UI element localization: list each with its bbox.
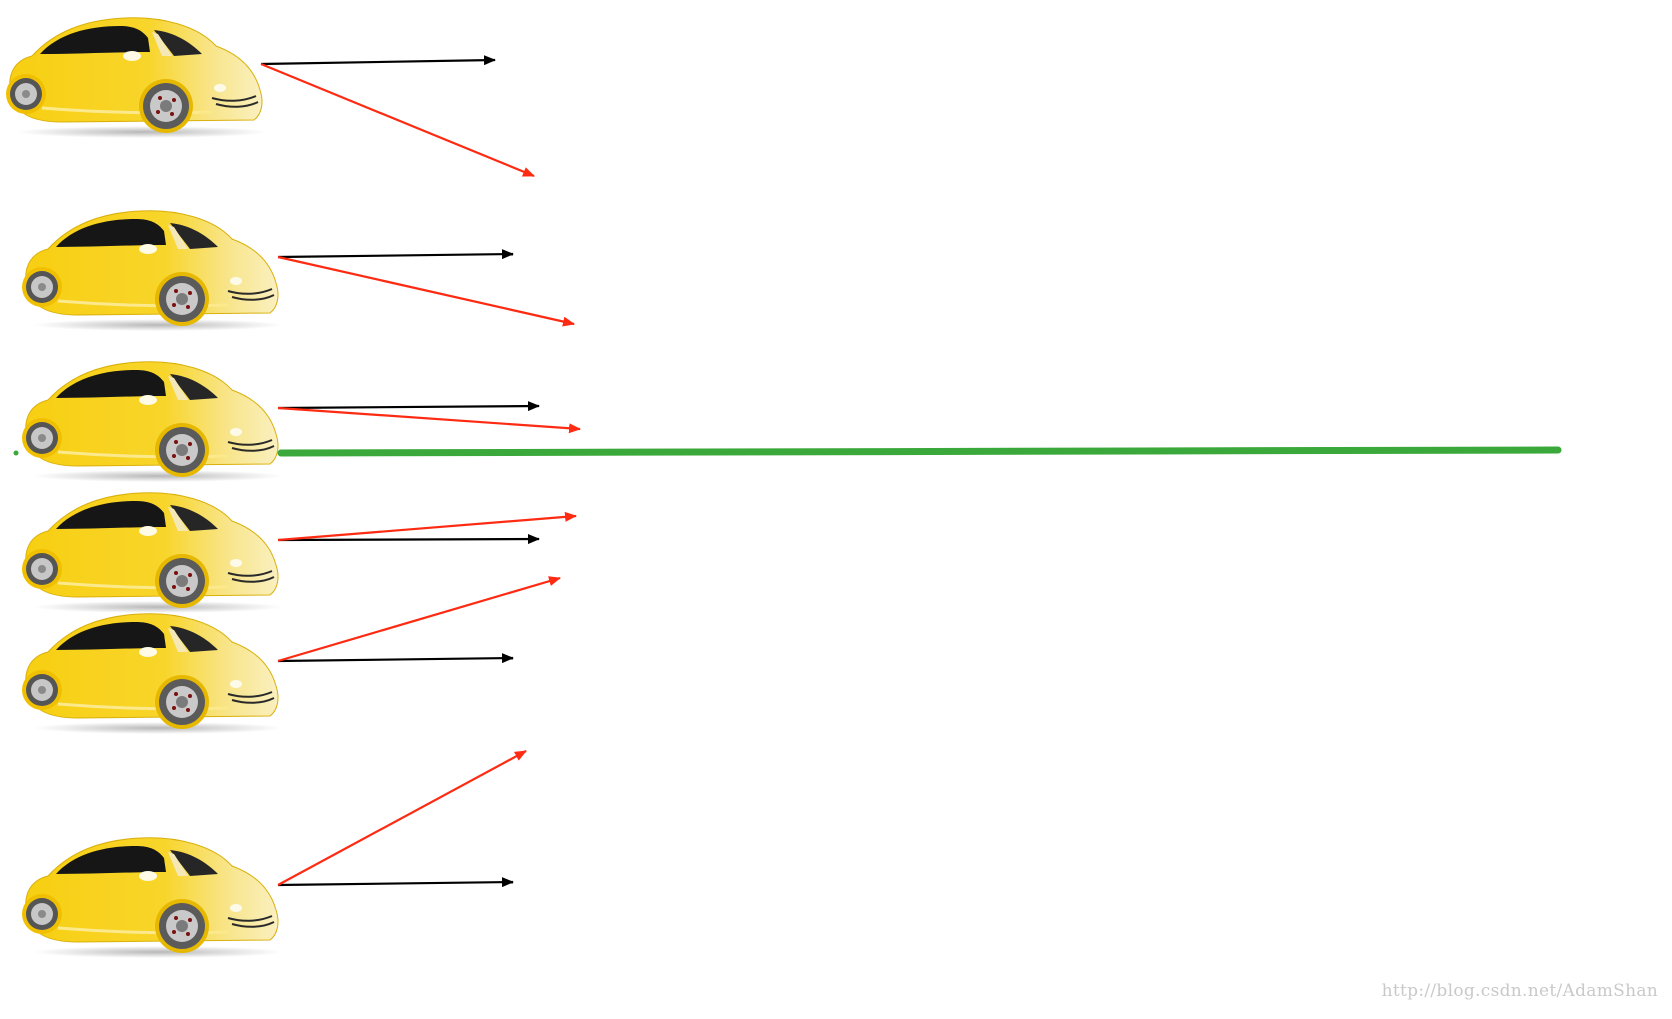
car-6-steer-arrow: [277, 750, 527, 886]
car-3: [20, 360, 285, 484]
car-1: [4, 16, 269, 140]
car-3-velocity-arrow: [277, 401, 540, 412]
car-5-steer-arrow: [277, 576, 561, 663]
car-2-steer-arrow: [277, 255, 575, 327]
reference-path-line: [13, 446, 1562, 457]
car-5-velocity-arrow: [277, 653, 514, 664]
car-1-velocity-arrow: [260, 55, 496, 66]
car-2: [20, 209, 285, 333]
car-6: [20, 836, 285, 960]
car-1-steer-arrow: [260, 62, 535, 178]
car-2-velocity-arrow: [277, 249, 514, 260]
car-4-steer-arrow: [277, 511, 577, 542]
car-5: [20, 612, 285, 736]
car-4-velocity-arrow: [277, 534, 540, 545]
car-4: [20, 491, 285, 615]
car-3-steer-arrow: [277, 406, 581, 434]
car-6-velocity-arrow: [277, 877, 514, 888]
watermark-text: http://blog.csdn.net/AdamShan: [1381, 981, 1658, 1001]
